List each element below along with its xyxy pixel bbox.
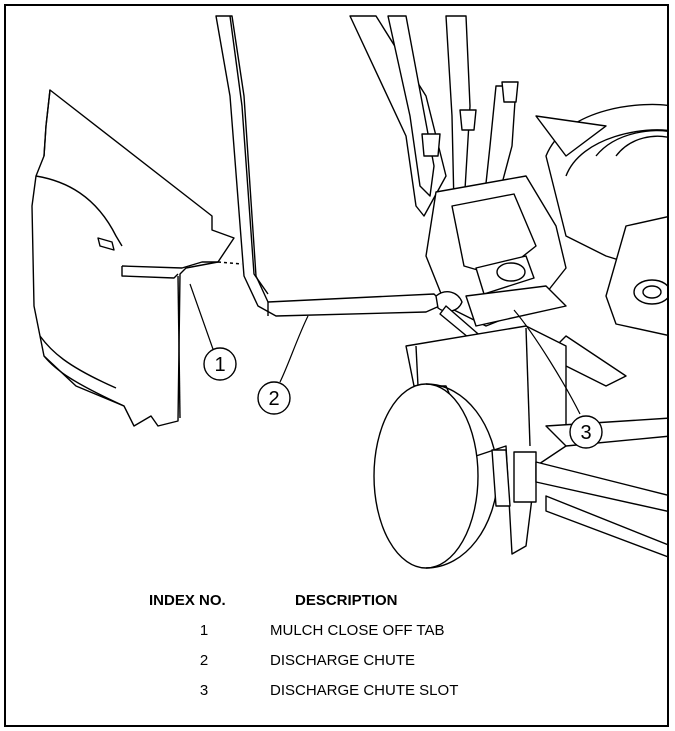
callout-1: 1 [203, 347, 237, 381]
callout-3: 3 [569, 415, 603, 449]
legend-row-2-index: 2 [199, 652, 209, 669]
legend-row-2-description: DISCHARGE CHUTE [270, 652, 416, 669]
mulch-close-off-tab-drawing [31, 89, 243, 427]
legend-row-3-description: DISCHARGE CHUTE SLOT [270, 682, 459, 699]
legend-header-index: INDEX NO. [149, 592, 226, 609]
callout-3-label: 3 [580, 422, 591, 444]
front-wheel-assembly-drawing [373, 325, 667, 569]
callout-2: 2 [257, 381, 291, 415]
legend-header-description: DESCRIPTION [295, 592, 398, 609]
legend-row-3-index: 3 [199, 682, 209, 699]
handle-assembly-drawing [349, 15, 567, 353]
figure-frame: 1 2 3 INDEX NO. DESCRIPTION 1 MULCH CLOS… [4, 4, 669, 727]
legend-row-1-description: MULCH CLOSE OFF TAB [270, 622, 445, 639]
callout-1-label: 1 [214, 354, 225, 376]
callout-2-label: 2 [268, 388, 279, 410]
legend-row-1-index: 1 [199, 622, 209, 639]
leader-lines [189, 283, 581, 415]
mower-chute-illustration: 1 2 3 [31, 15, 667, 569]
